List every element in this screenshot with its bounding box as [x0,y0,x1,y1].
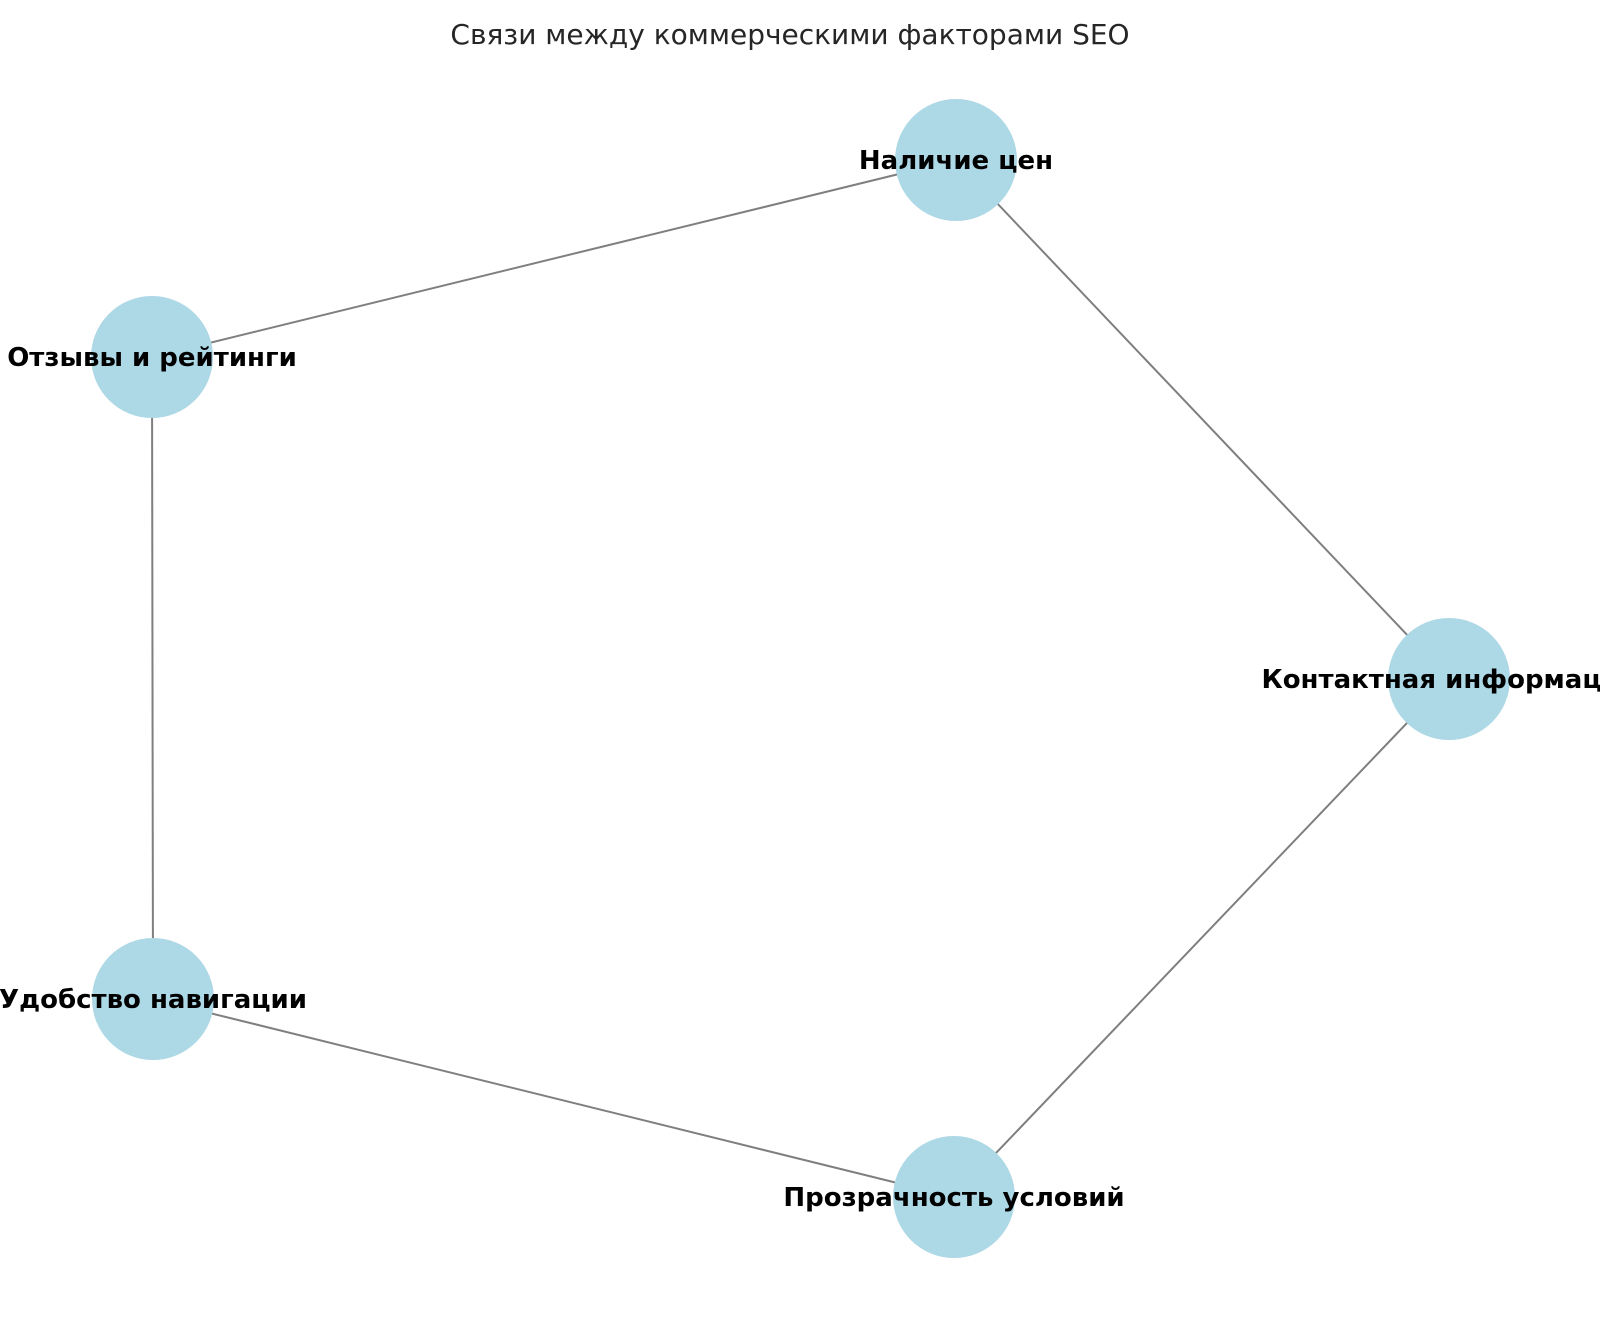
node-reviews [91,296,213,418]
edge-prices-reviews [151,159,957,358]
page-title: Связи между коммерческими факторами SEO [450,18,1129,51]
node-label-navigation: Удобство навигации [0,985,307,1015]
edge-navigation-terms [152,998,955,1198]
node-navigation [92,938,214,1060]
node-label-reviews: Отзывы и рейтинги [7,343,297,373]
node-terms [893,1136,1015,1258]
node-label-prices: Наличие цен [859,146,1053,176]
node-label-terms: Прозрачность условий [783,1183,1124,1213]
node-contact [1388,618,1510,740]
edge-reviews-navigation [151,356,154,1000]
edge-terms-contact [953,678,1450,1198]
node-label-contact: Контактная информация [1261,665,1600,695]
edge-prices-contact [955,159,1450,680]
node-prices [895,99,1017,221]
